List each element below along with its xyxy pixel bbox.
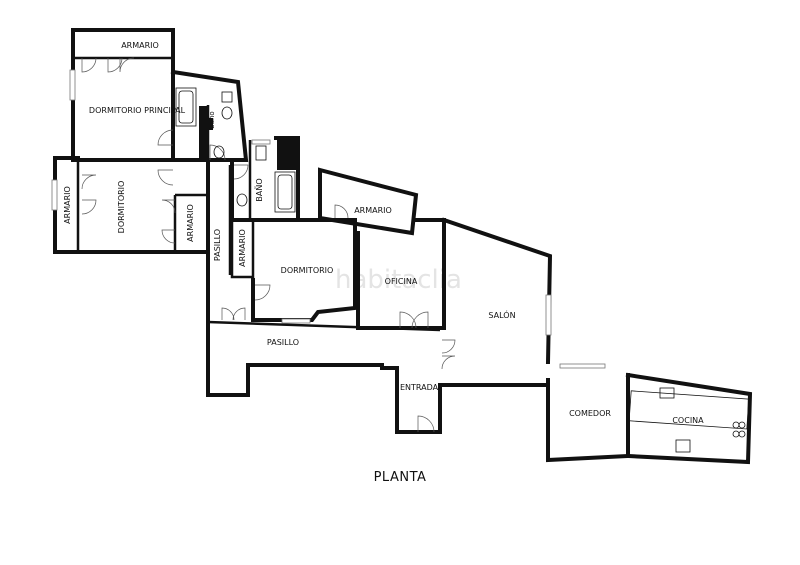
- label-cocina: COCINA: [672, 416, 704, 425]
- label-armario-top: ARMARIO: [121, 41, 159, 50]
- door-armario-mid: [161, 199, 176, 214]
- label-dormitorio-principal: DORMITORIO PRINCIPAL: [89, 106, 186, 115]
- label-entrada: ENTRADA: [400, 383, 439, 392]
- bathtub-2: [274, 171, 296, 213]
- label-pasillo: PASILLO: [267, 338, 299, 347]
- window-comedor: [559, 363, 606, 369]
- bath-wall-block: [199, 106, 208, 161]
- door-armario-right: [334, 204, 349, 219]
- window-left: [51, 179, 58, 211]
- stove-burner-4: [738, 430, 746, 438]
- bath2-wall-block: [277, 138, 298, 170]
- window-salon: [545, 294, 552, 336]
- door-bedroom: [157, 169, 174, 186]
- sink-1: [221, 91, 233, 103]
- door-salon-2: [441, 355, 456, 370]
- door-dorm-center: [254, 284, 271, 301]
- wall-armario-small: [230, 220, 255, 279]
- bathtub-2-inner: [277, 174, 293, 210]
- window-master: [69, 69, 76, 101]
- door-armario-1: [81, 57, 97, 73]
- window-bath2: [251, 139, 271, 145]
- door-office-1: [399, 311, 417, 329]
- door-armario-2: [107, 57, 123, 73]
- wall-armario-right: [318, 167, 419, 236]
- label-oficina: OFICINA: [385, 277, 418, 286]
- stove-burner-1: [732, 421, 740, 429]
- wall-kitchen: [625, 372, 753, 465]
- label-pasillo-vertical: PASILLO: [213, 229, 222, 261]
- label-dormitorio-center: DORMITORIO: [281, 266, 334, 275]
- kitchen-sink: [659, 387, 675, 399]
- label-armario-left: ARMARIO: [63, 186, 72, 224]
- toilet-2: [213, 145, 225, 159]
- door-left-armario-2: [81, 199, 97, 215]
- toilet-1: [221, 106, 233, 120]
- label-bano-small: baño: [208, 111, 216, 128]
- label-dormitorio: DORMITORIO: [117, 181, 126, 234]
- sink-2: [255, 145, 267, 161]
- door-armario-3: [119, 57, 135, 73]
- plan-title: PLANTA: [374, 470, 427, 485]
- label-armario-small: ARMARIO: [238, 229, 247, 267]
- bath-wall-mark: [209, 118, 213, 130]
- bathtub-1-inner: [178, 90, 194, 124]
- door-office-2: [411, 311, 429, 329]
- door-bath1: [209, 144, 226, 161]
- label-armario-right: ARMARIO: [354, 206, 392, 215]
- label-bano: BAÑO: [254, 178, 264, 201]
- door-master: [157, 129, 174, 146]
- toilet-3: [236, 193, 248, 207]
- label-armario-mid: ARMARIO: [186, 204, 195, 242]
- stove-burner-2: [732, 430, 740, 438]
- wall-corridor: [206, 158, 442, 434]
- door-pasillo-1: [221, 307, 235, 321]
- window-dorm: [281, 318, 311, 324]
- label-salon: SALÓN: [488, 309, 515, 320]
- kitchen-counter: [628, 390, 750, 430]
- door-bath2: [233, 164, 249, 180]
- door-entrada: [417, 415, 435, 433]
- door-pasillo-2: [232, 307, 246, 321]
- wall-corridor-top: [207, 320, 441, 332]
- kitchen-appliance: [675, 439, 691, 453]
- stove-burner-3: [738, 421, 746, 429]
- door-salon-1: [441, 339, 456, 354]
- wall-living: [441, 217, 630, 463]
- door-left-armario: [81, 174, 97, 190]
- label-comedor: COMEDOR: [569, 409, 611, 418]
- door-armario-mid-2: [161, 229, 176, 244]
- wall-center-bedroom: [251, 218, 357, 322]
- bathtub-1: [175, 87, 197, 127]
- wall-office: [356, 218, 446, 330]
